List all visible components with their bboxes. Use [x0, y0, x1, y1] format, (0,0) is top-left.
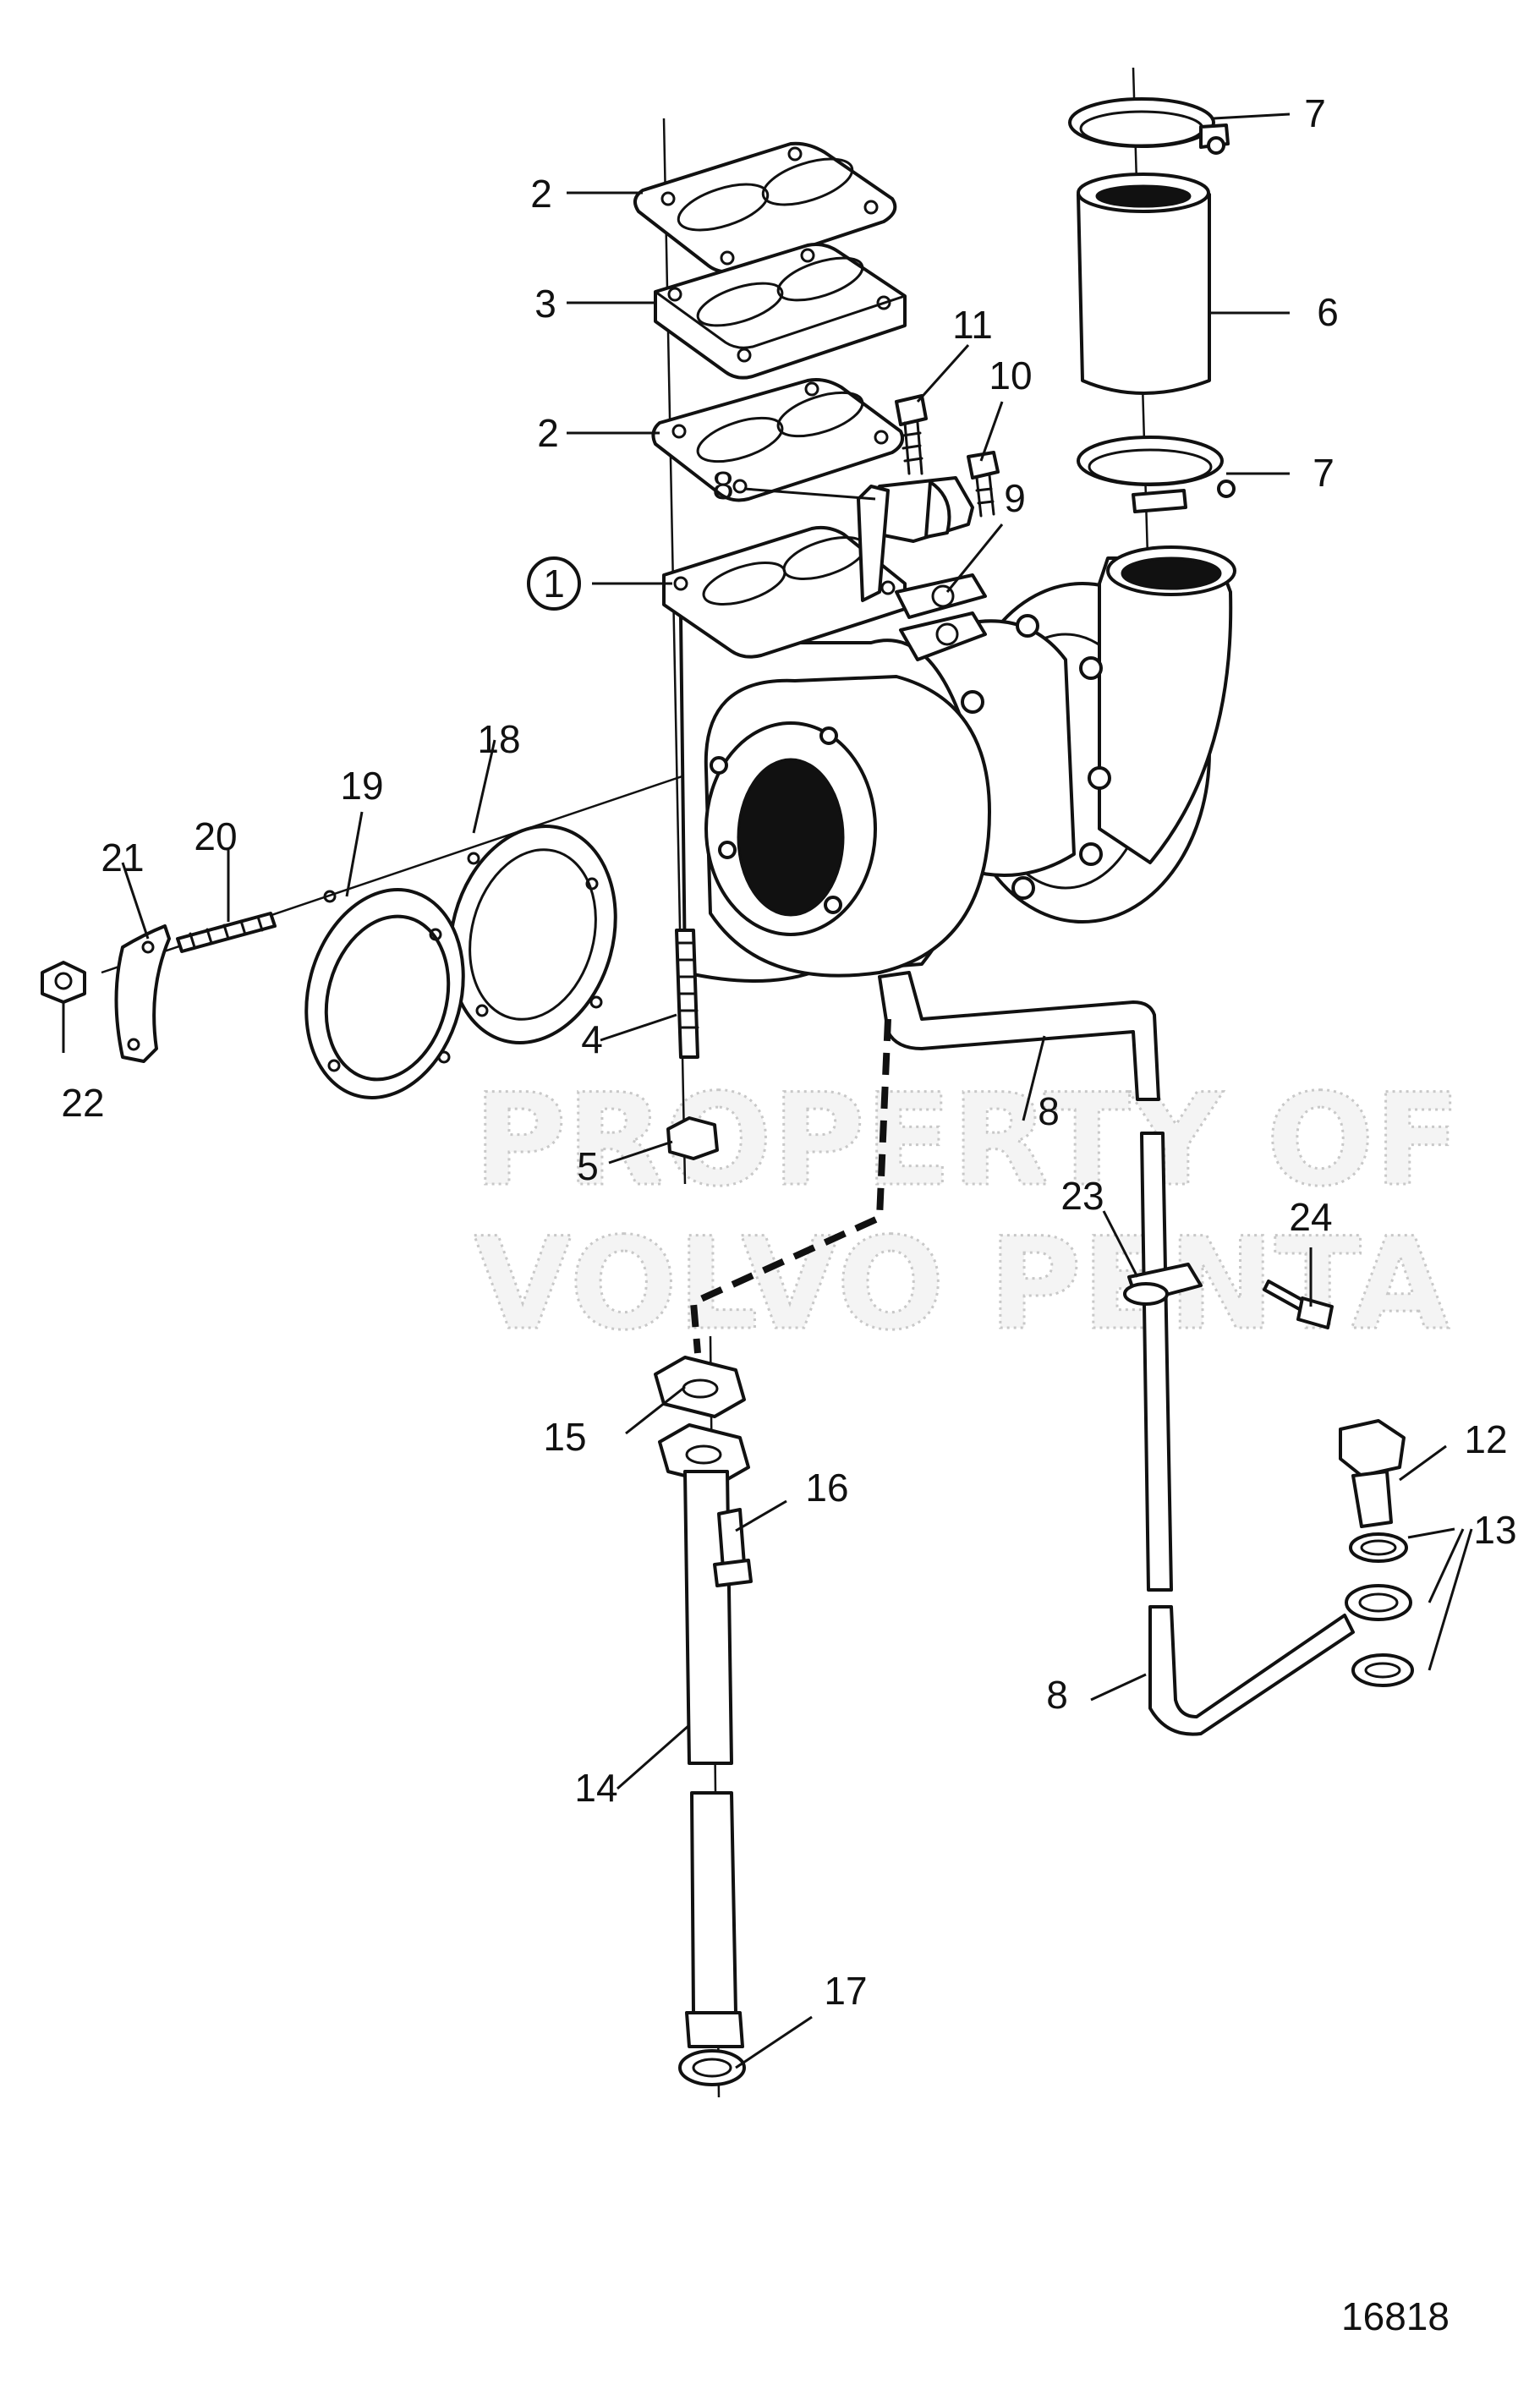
callout-11: 11 — [952, 303, 993, 347]
callout-9: 9 — [1004, 476, 1026, 520]
callout-7-lower: 7 — [1313, 451, 1334, 495]
banjo-bolt-12 — [1339, 1419, 1406, 1528]
oil-feed-flange — [857, 476, 987, 661]
callout-14: 14 — [574, 1766, 617, 1810]
callout-12: 12 — [1464, 1417, 1507, 1461]
drain-flange-14 — [658, 1423, 750, 1486]
callout-19: 19 — [340, 764, 383, 808]
watermark-line-1: PROPERTY OF — [474, 1067, 1461, 1214]
bolt-10 — [967, 451, 1000, 518]
callout-18: 18 — [477, 717, 520, 761]
clip-23 — [1123, 1263, 1203, 1306]
callout-21: 21 — [101, 836, 144, 880]
callout-6: 6 — [1317, 290, 1339, 334]
hose-clamp-top — [1068, 97, 1230, 155]
callout-1-circle — [527, 556, 581, 611]
callout-5: 5 — [577, 1144, 599, 1188]
intake-hose — [1077, 173, 1211, 395]
stud-4 — [675, 929, 699, 1059]
watermark-line-2: VOLVO PENTA — [474, 1211, 1450, 1358]
callout-23: 23 — [1060, 1174, 1104, 1218]
bolt-24 — [1263, 1280, 1334, 1329]
exhaust-gasket-top — [633, 141, 897, 274]
callout-2-top: 2 — [530, 172, 552, 216]
bracket-21 — [114, 924, 171, 1063]
nut-22 — [41, 961, 86, 1004]
seal-ring-17 — [678, 2049, 746, 2086]
callout-labels: 2 3 2 1 7 6 7 8 9 10 11 18 19 20 21 22 4… — [61, 91, 1516, 2013]
watermark: PROPERTY OF VOLVO PENTA — [473, 1066, 1462, 1360]
callout-leaders — [62, 112, 1473, 2069]
turbocharger-assembly — [662, 525, 1236, 983]
spacer-plate — [654, 243, 907, 380]
flange-ring-19 — [304, 888, 465, 1099]
callout-2-lower: 2 — [537, 411, 559, 455]
callout-22: 22 — [61, 1081, 104, 1125]
callout-8-middle: 8 — [1038, 1089, 1060, 1133]
callout-17: 17 — [824, 1969, 867, 2013]
drain-flange-gasket-15 — [654, 1356, 746, 1418]
figure-number: 16818 — [1341, 2294, 1450, 2338]
callout-24: 24 — [1289, 1195, 1332, 1239]
washer-13 — [1345, 1532, 1414, 1687]
callout-10: 10 — [989, 354, 1032, 397]
callout-8-top: 8 — [712, 463, 734, 507]
callout-8-bottom: 8 — [1046, 1673, 1068, 1717]
oil-tube-8 — [878, 971, 1355, 1736]
callout-15: 15 — [543, 1415, 586, 1459]
bolt-16 — [713, 1508, 753, 1587]
bolt-11 — [895, 394, 928, 475]
callout-7-top: 7 — [1304, 91, 1326, 135]
exhaust-gasket-lower — [651, 378, 904, 502]
nut-5 — [666, 1116, 719, 1160]
callout-3: 3 — [534, 282, 556, 326]
flange-gasket-18 — [448, 825, 617, 1044]
hose-clamp-lower — [1077, 436, 1236, 513]
callout-1: 1 — [543, 562, 565, 606]
callout-13: 13 — [1473, 1508, 1516, 1552]
callout-4: 4 — [581, 1017, 603, 1061]
callout-16: 16 — [805, 1466, 848, 1510]
callout-20: 20 — [194, 814, 237, 858]
stud-20 — [176, 912, 277, 953]
